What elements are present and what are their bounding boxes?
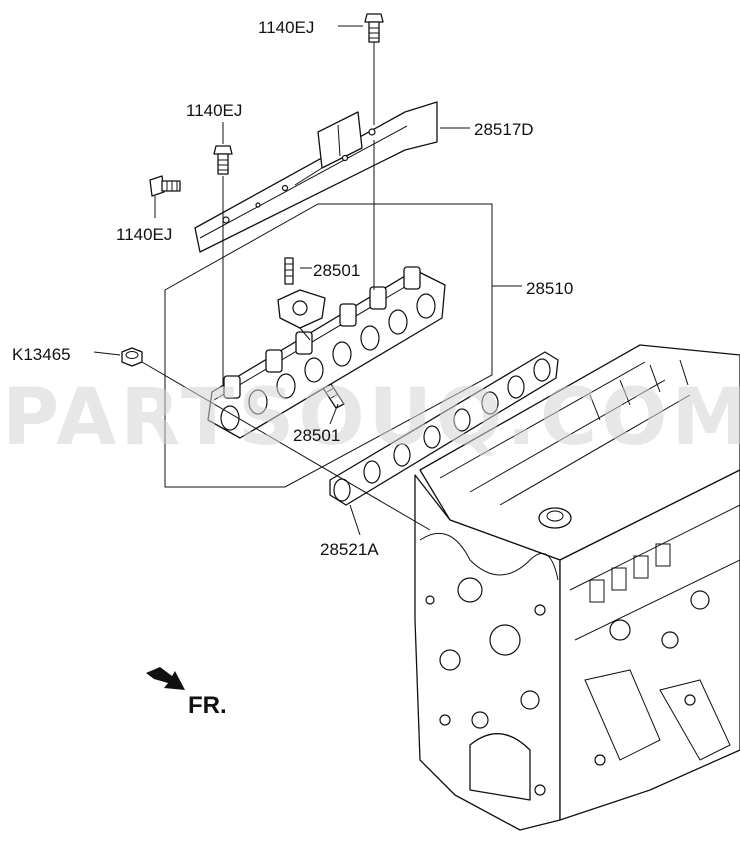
label-bolt-left: 1140EJ [116,225,172,244]
assembly-group-outline [164,203,493,488]
nut [121,347,143,367]
leader-lines [93,25,522,536]
label-manifold-assembly: 28510 [526,279,573,298]
label-bolt-middle: 1140EJ [186,101,242,120]
label-heat-shield: 28517D [474,120,534,139]
front-direction-arrow-icon [146,667,185,690]
manifold-runners [223,266,421,399]
heat-shield [194,101,438,253]
label-gasket: 28521A [320,540,379,559]
exhaust-manifold [207,266,446,439]
bolt-left [149,175,181,197]
watermark: PARTSOUQ.COM [2,373,740,463]
front-direction-label: FR. [188,692,227,719]
label-stud-lower: 28501 [293,426,340,445]
label-bolt-top: 1140EJ [258,18,314,37]
label-nut: K13465 [12,345,71,364]
manifold-gasket [329,351,559,506]
label-stud-upper: 28501 [313,261,360,280]
manifold-ports [220,293,436,431]
bolt-middle [213,145,233,175]
stud-upper [284,257,294,285]
bolt-top [364,13,384,43]
engine-block [414,344,740,831]
